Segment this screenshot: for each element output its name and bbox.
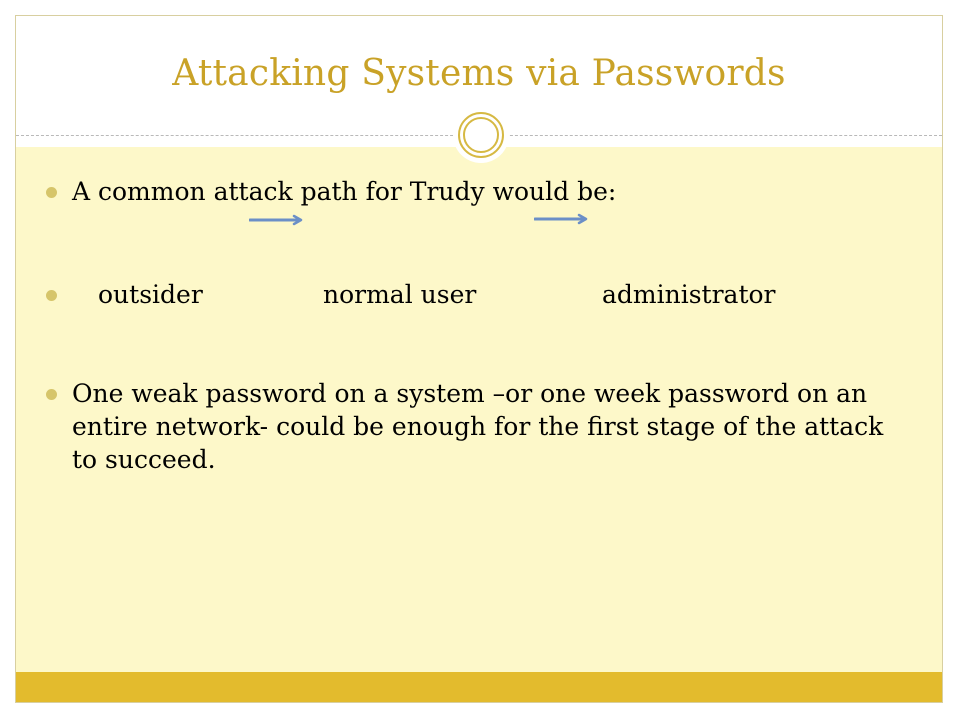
- bullet-weak-password-text: One weak password on a system –or one we…: [72, 379, 884, 474]
- bullet-dot: [46, 290, 57, 301]
- path-step-administrator: administrator: [602, 280, 776, 309]
- bullet-list: A common attack path for Trudy would be:…: [16, 16, 942, 702]
- path-step-normal-user: normal user: [323, 280, 477, 309]
- bullet-intro-text: A common attack path for Trudy would be:: [72, 177, 617, 206]
- bullet-intro: A common attack path for Trudy would be:: [46, 175, 902, 208]
- slide-title: Attacking Systems via Passwords: [172, 53, 786, 94]
- path-step-outsider: outsider: [98, 280, 203, 309]
- slide: Attacking Systems via Passwords A common…: [15, 15, 943, 703]
- right-arrow-icon: [534, 213, 588, 225]
- bullet-weak-password: One weak password on a system –or one we…: [46, 377, 902, 476]
- bullet-dot: [46, 187, 57, 198]
- right-arrow-icon: [249, 214, 303, 226]
- ring-ornament-inner-circle: [463, 117, 499, 153]
- ring-ornament-outer-circle: [458, 112, 504, 158]
- footer-bar: [16, 672, 942, 702]
- bullet-dot: [46, 389, 57, 400]
- content-area: [16, 147, 942, 672]
